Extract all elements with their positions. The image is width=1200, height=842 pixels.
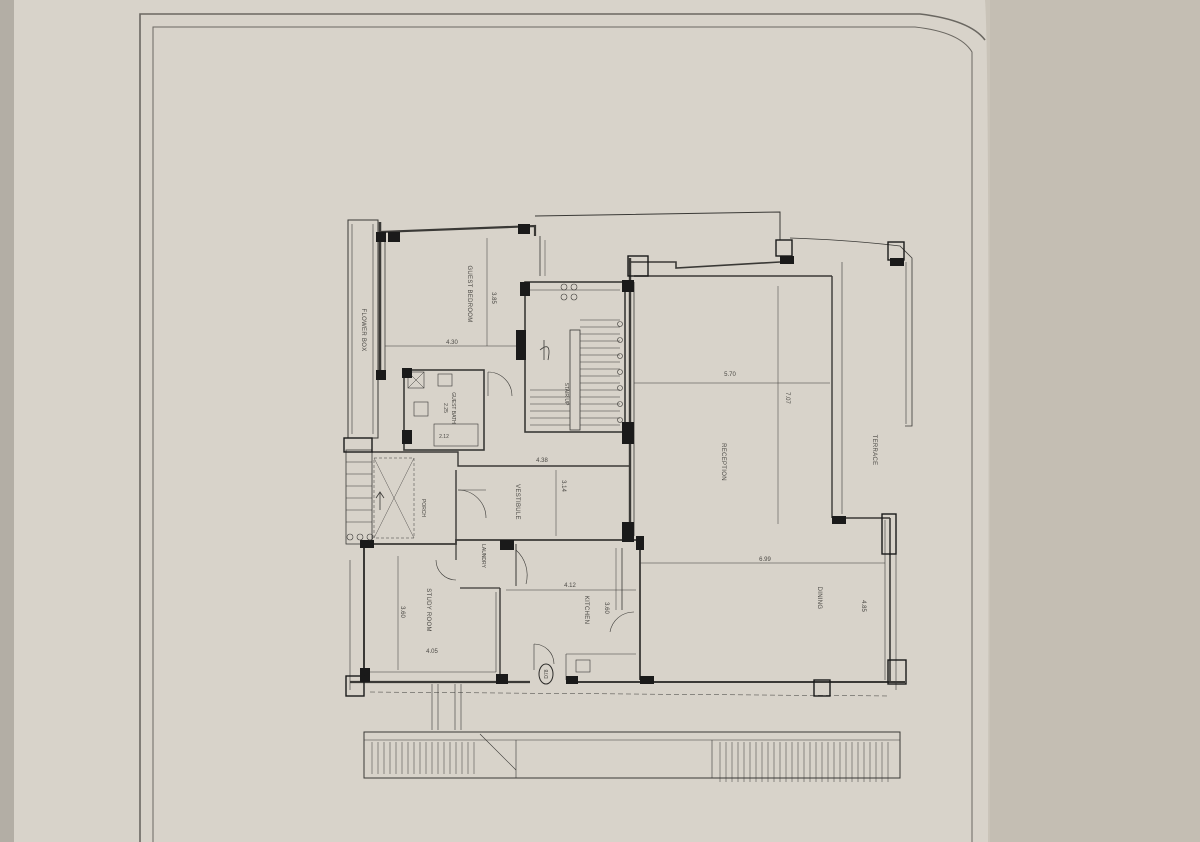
guest-bedroom-top-wall	[379, 224, 537, 236]
stair-fixtures	[346, 283, 623, 541]
site-elevation-strip	[363, 731, 901, 779]
room-label-guest-bath: GUEST BATH	[450, 392, 456, 424]
dim-vestibule-depth: 3.14	[560, 480, 566, 492]
room-label-stair: STAIR UP	[563, 383, 569, 406]
dim-guest-bedroom-width: 4.30	[446, 340, 458, 346]
paper-sheet	[14, 0, 989, 842]
room-label-laundry: LAUNDRY	[480, 544, 486, 568]
structural-columns	[343, 224, 907, 697]
door-tag-label: D78	[544, 669, 550, 678]
dim-vestibule-width: 4.38	[536, 458, 548, 464]
porch-steps	[345, 449, 373, 545]
room-label-terrace: TERRACE	[871, 435, 877, 466]
adjacent-page	[990, 0, 1200, 842]
stair-treads	[530, 319, 620, 426]
dim-kitchen-width: 4.12	[564, 583, 576, 589]
door-tag: D78	[538, 663, 554, 685]
plan-drawing	[345, 211, 913, 779]
dim-dining-width: 6.99	[759, 557, 771, 563]
dim-study-depth: 3.60	[399, 606, 405, 618]
dim-bath-depth: 2.12	[439, 434, 449, 440]
dim-dining-depth: 4.85	[860, 600, 866, 612]
outer-frame	[139, 13, 986, 842]
room-label-dining: DINING	[816, 587, 822, 610]
room-label-reception: RECEPTION	[720, 443, 726, 481]
dim-reception-depth: 7.07	[784, 392, 790, 404]
room-label-vestibule: VESTIBULE	[514, 484, 520, 520]
dim-reception-width: 5.70	[724, 372, 736, 378]
room-label-study-room: STUDY ROOM	[425, 588, 431, 632]
dim-kitchen-depth: 3.60	[603, 602, 609, 614]
room-label-flower-box: FLOWER BOX	[360, 308, 366, 351]
dim-study-width: 4.05	[426, 649, 438, 655]
guest-bath-outline	[403, 369, 485, 451]
dim-guest-bedroom-depth: 3.85	[490, 292, 496, 304]
room-label-guest-bedroom: GUEST BEDROOM	[466, 265, 472, 322]
book-spine-shadow	[0, 0, 18, 842]
inner-frame	[152, 26, 973, 842]
dim-bath-width: 2.25	[442, 403, 448, 413]
room-label-kitchen: KITCHEN	[583, 596, 589, 624]
elevation-hatching	[371, 742, 889, 782]
room-label-porch: PORCH	[420, 499, 426, 517]
